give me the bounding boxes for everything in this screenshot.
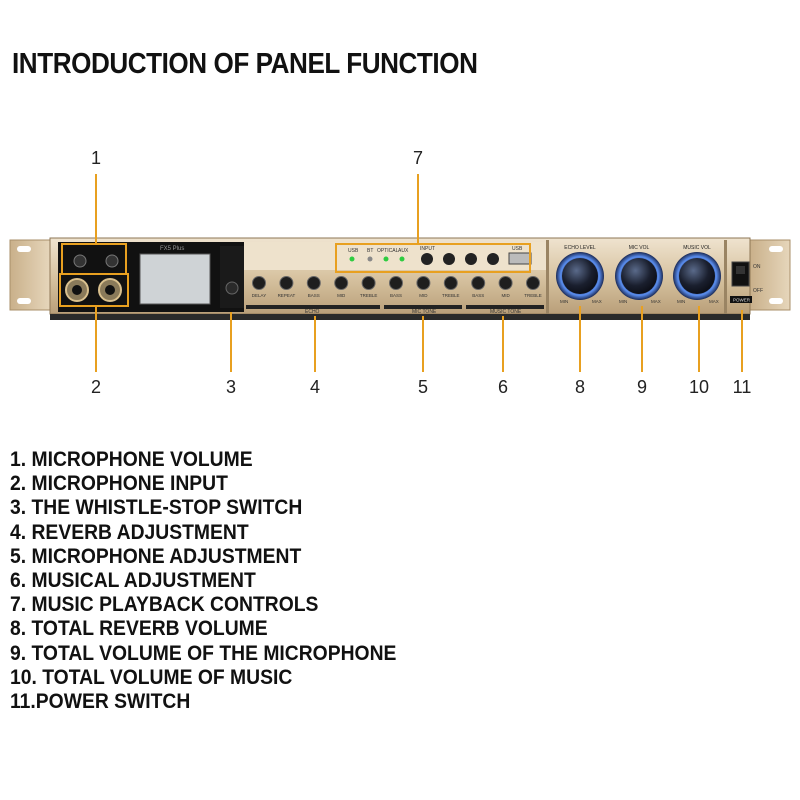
small-knob-mid-6[interactable] [416, 276, 431, 290]
small-knob-label: MID [337, 293, 346, 298]
display-screen [139, 253, 211, 305]
legend-item-1: 1. MICROPHONE VOLUME [10, 448, 253, 471]
legend-item-7: 7. MUSIC PLAYBACK CONTROLS [10, 593, 319, 617]
callout-10: 10 [688, 377, 710, 397]
callout-11: 11 [732, 377, 752, 397]
small-knob-label: TREBLE [360, 293, 378, 298]
input-button [421, 253, 433, 265]
small-knob-bass-8[interactable] [471, 276, 486, 290]
section-echo: ECHO [305, 309, 320, 315]
section-mic-tone: MIC TONE [412, 309, 437, 315]
section-music-tone: MUSIC TONE [490, 309, 522, 315]
led-optical [383, 256, 389, 262]
callout-9: 9 [636, 377, 647, 397]
legend-item-2: 2. MICROPHONE INPUT [10, 472, 228, 496]
legend-list: 1. MICROPHONE VOLUME 2. MICROPHONE INPUT… [10, 448, 430, 714]
legend-item-6: 6. MUSICAL ADJUSTMENT [10, 569, 256, 593]
min-label: MIN [560, 299, 568, 304]
small-knob-label: DELAY [252, 293, 266, 298]
big-knob-echo-level[interactable] [562, 258, 598, 294]
prev-button [465, 253, 477, 265]
legend-item-9: 9. TOTAL VOLUME OF THE MICROPHONE [10, 641, 397, 665]
legend-item-11: 11.POWER SWITCH [10, 690, 191, 714]
indicator-aux: AUX [398, 248, 409, 254]
small-knob-label: BASS [390, 293, 402, 298]
small-knob-bass-5[interactable] [389, 276, 403, 290]
small-knob-treble-7[interactable] [443, 276, 458, 290]
legend-item-5: 5. MICROPHONE ADJUSTMENT [10, 544, 302, 568]
indicator-usb: USB [348, 248, 359, 254]
power-label: POWER [733, 298, 751, 303]
led-aux [399, 256, 405, 262]
callout-4: 4 [309, 377, 320, 397]
small-knob-label: TREBLE [524, 293, 542, 298]
whistle-stop-switch [225, 281, 239, 295]
callout-7: 7 [412, 148, 423, 168]
legend-item-4: 4. REVERB ADJUSTMENT [10, 520, 249, 544]
small-knob-bass-2[interactable] [306, 276, 321, 290]
switch-off-label: OFF [753, 288, 763, 294]
legend-item-8: 8. TOTAL REVERB VOLUME [10, 617, 268, 641]
play-pause-button [443, 253, 455, 265]
small-knob-mid-3[interactable] [334, 276, 349, 290]
small-knob-delay-0[interactable] [252, 276, 266, 290]
big-knob-mic-vol[interactable] [621, 258, 657, 294]
big-knob-label: MIC VOL [629, 245, 650, 251]
rack-ear-left [9, 239, 51, 311]
callout-8: 8 [574, 377, 585, 397]
small-knob-repeat-1[interactable] [279, 276, 294, 290]
callout-5: 5 [417, 377, 428, 397]
legend-item-10: 10. TOTAL VOLUME OF MUSIC [10, 665, 293, 689]
small-knob-treble-4[interactable] [361, 276, 376, 290]
switch-on-label: ON [753, 264, 761, 270]
display-brand: FX5 Plus [160, 246, 184, 252]
callout-box-2 [59, 273, 129, 307]
mic-volume-knob-1 [73, 254, 87, 268]
small-knob-label: TREBLE [442, 293, 460, 298]
legend-item-3: 3. THE WHISTLE-STOP SWITCH [10, 496, 303, 520]
small-knob-label: MID [419, 293, 428, 298]
callout-6: 6 [497, 377, 508, 397]
callout-box-7 [335, 243, 531, 273]
big-knob-label: MUSIC VOL [683, 245, 711, 251]
callout-1: 1 [90, 148, 101, 168]
indicator-optical: OPTICAL [377, 248, 399, 254]
max-label: MAX [592, 299, 602, 304]
big-knob-label: ECHO LEVEL [564, 245, 596, 251]
led-usb [349, 256, 355, 262]
usb-port [508, 252, 532, 265]
small-knob-label: BASS [472, 293, 484, 298]
small-knob-label: BASS [308, 293, 320, 298]
max-label: MAX [651, 299, 661, 304]
small-knob-label: MID [501, 293, 510, 298]
indicator-bt: BT [367, 248, 373, 254]
led-bt [367, 256, 373, 262]
min-label: MIN [619, 299, 627, 304]
small-knob-mid-9[interactable] [498, 276, 513, 290]
callout-2: 2 [90, 377, 101, 397]
usb-label: USB [512, 246, 523, 252]
page-title: INTRODUCTION OF PANEL FUNCTION [12, 48, 478, 80]
input-label: INPUT [420, 246, 435, 252]
next-button [487, 253, 499, 265]
small-knob-label: REPEAT [278, 293, 296, 298]
mic-volume-knob-2 [105, 254, 119, 268]
max-label: MAX [709, 299, 719, 304]
small-knob-treble-10[interactable] [526, 276, 540, 290]
min-label: MIN [677, 299, 685, 304]
rack-ear-right [749, 239, 791, 311]
callout-3: 3 [225, 377, 236, 397]
big-knob-music-vol[interactable] [679, 258, 715, 294]
